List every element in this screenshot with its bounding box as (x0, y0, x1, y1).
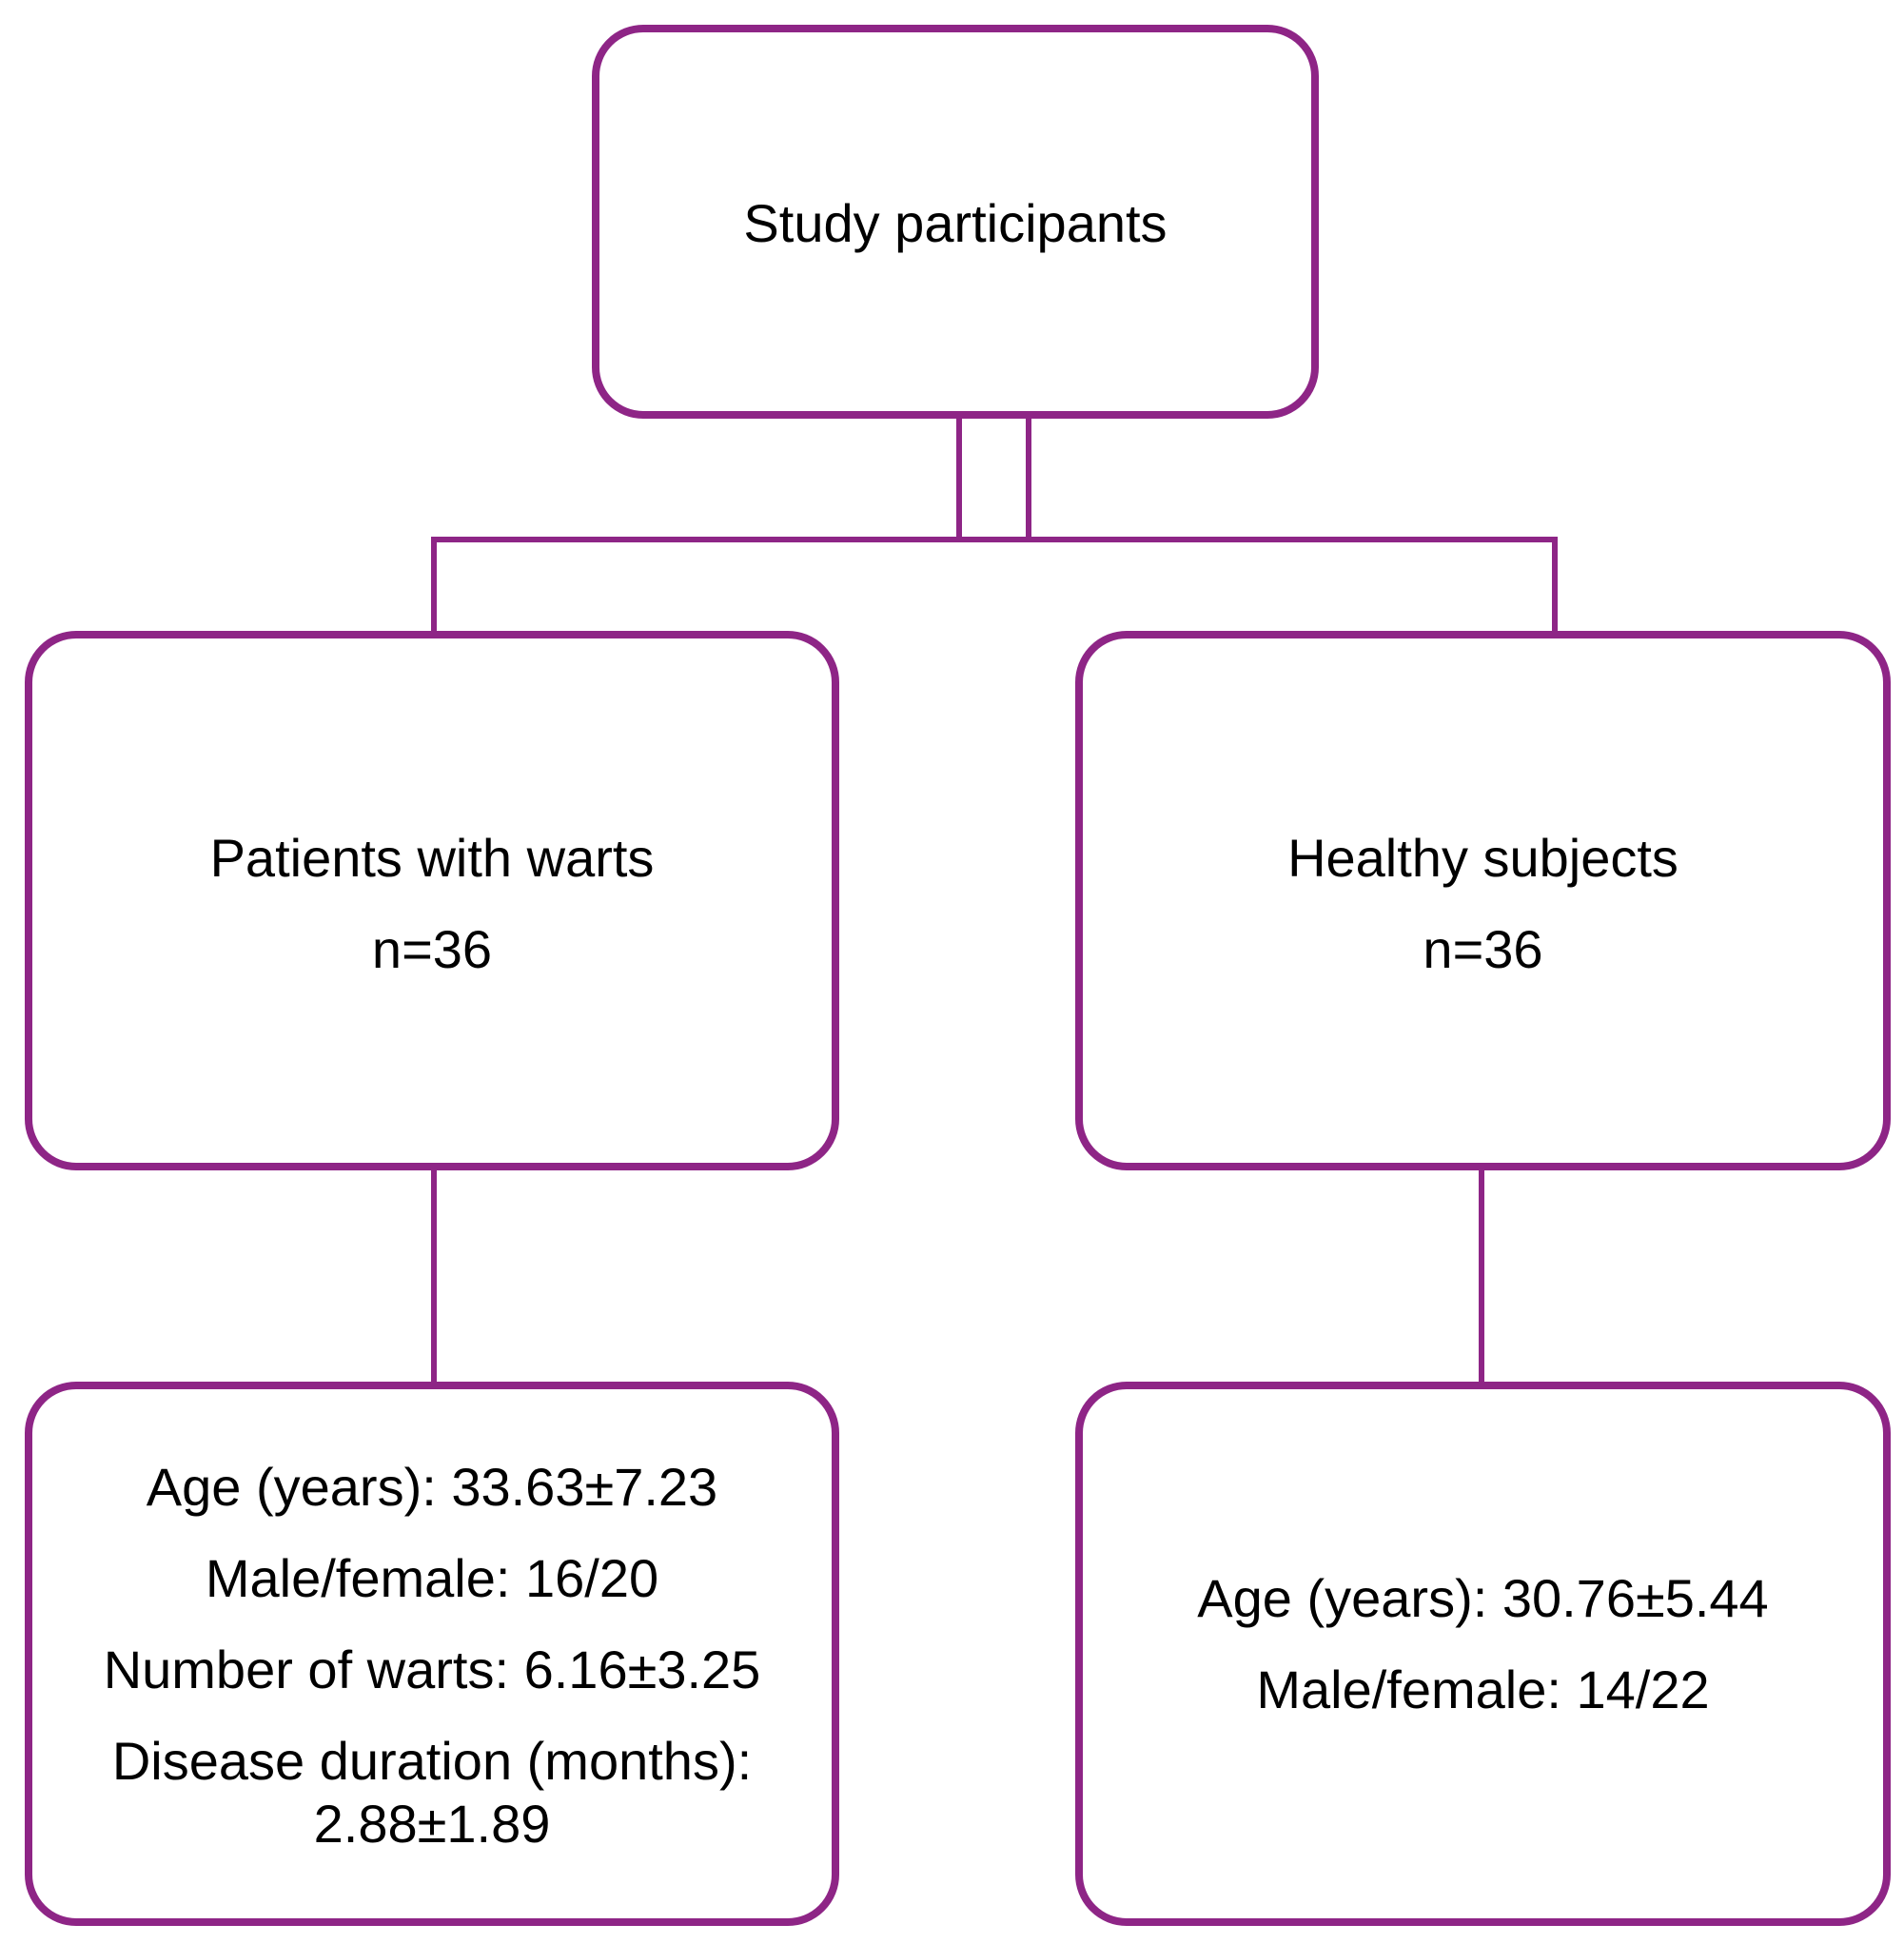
patients-sex-ratio: Male/female: 16/20 (205, 1548, 659, 1609)
patients-count: n=36 (371, 919, 493, 980)
patients-with-warts-box: Patients with warts n=36 (25, 631, 839, 1170)
study-participants-label: Study participants (743, 193, 1168, 253)
healthy-title: Healthy subjects (1287, 828, 1678, 888)
healthy-count: n=36 (1423, 919, 1543, 980)
patients-disease-duration: Disease duration (months): 2.88±1.89 (111, 1731, 753, 1855)
healthy-sex-ratio: Male/female: 14/22 (1256, 1659, 1710, 1719)
healthy-stats-box: Age (years): 30.76±5.44 Male/female: 14/… (1075, 1382, 1891, 1926)
healthy-subjects-box: Healthy subjects n=36 (1075, 631, 1891, 1170)
patients-wart-count: Number of warts: 6.16±3.25 (103, 1640, 761, 1700)
patients-age: Age (years): 33.63±7.23 (146, 1457, 718, 1517)
patients-title: Patients with warts (209, 828, 655, 888)
healthy-age: Age (years): 30.76±5.44 (1197, 1567, 1769, 1628)
patients-stats-box: Age (years): 33.63±7.23 Male/female: 16/… (25, 1382, 839, 1926)
branch-bar-right (1029, 537, 1558, 631)
branch-bar-left (431, 537, 959, 631)
study-participants-box: Study participants (592, 25, 1319, 419)
